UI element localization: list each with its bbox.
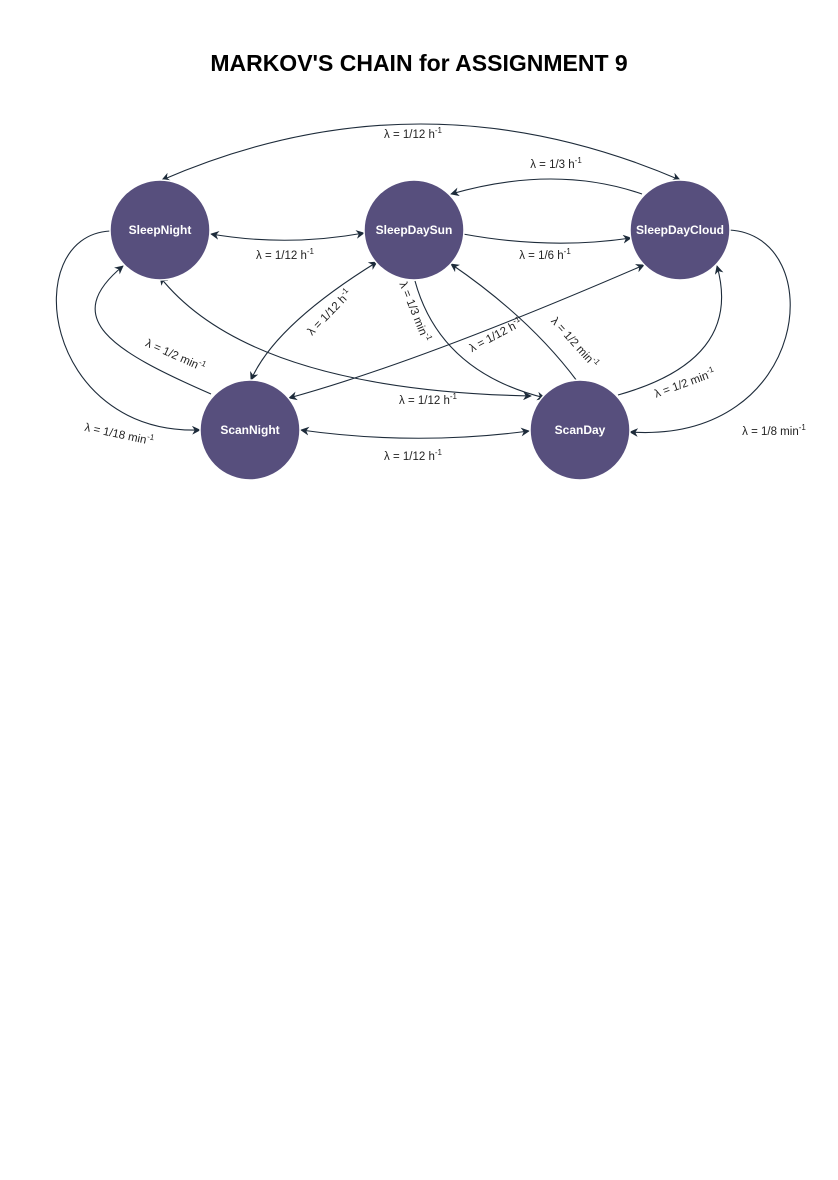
edge-sleepnight-sleepdaysun <box>210 230 365 241</box>
edge-label: λ = 1/6 h-1 <box>519 247 571 263</box>
edge-label: λ = 1/12 h-1 <box>384 448 443 464</box>
node-label-sleepdaycloud: SleepDayCloud <box>636 223 724 237</box>
node-sleepdaysun: SleepDaySun <box>363 179 465 281</box>
edge-label: λ = 1/12 h-1 <box>399 392 458 408</box>
node-scanday: ScanDay <box>529 379 631 481</box>
node-label-sleepdaysun: SleepDaySun <box>376 223 453 237</box>
edge-scanday-sleepnight <box>159 276 532 401</box>
node-label-scannight: ScanNight <box>220 423 279 437</box>
page-title: MARKOV'S CHAIN for ASSIGNMENT 9 <box>210 50 628 76</box>
edge-sleepdaysun-sleepdaycloud <box>462 233 632 244</box>
edge-label: λ = 1/2 min-1 <box>143 334 208 374</box>
edge-sleepnight-sleepdaycloud <box>161 123 681 181</box>
edge-scannight-scanday <box>300 426 530 439</box>
edge-label: λ = 1/2 min-1 <box>548 313 603 371</box>
edge-sleepdaycloud-sleepdaysun <box>450 178 643 197</box>
node-sleepnight: SleepNight <box>109 179 211 281</box>
node-label-scanday: ScanDay <box>555 423 606 437</box>
edge-label: λ = 1/8 min-1 <box>742 423 806 439</box>
edge-label: λ = 1/3 h-1 <box>530 156 582 172</box>
edge-label: λ = 1/12 h-1 <box>384 126 443 142</box>
edge-scanday-sleepdaycloud <box>617 265 724 396</box>
edge-label: λ = 1/3 min-1 <box>397 279 435 344</box>
edge-label: λ = 1/2 min-1 <box>652 364 718 401</box>
edge-sleepdaycloud-scanday <box>629 229 791 437</box>
edge-label: λ = 1/12 h-1 <box>256 247 315 263</box>
node-sleepdaycloud: SleepDayCloud <box>629 179 731 281</box>
edge-sleepnight-scannight <box>55 230 201 435</box>
edge-label: λ = 1/12 h-1 <box>303 285 355 338</box>
node-scannight: ScanNight <box>199 379 301 481</box>
node-label-sleepnight: SleepNight <box>129 223 192 237</box>
edge-scannight-sleepnight <box>94 265 212 395</box>
